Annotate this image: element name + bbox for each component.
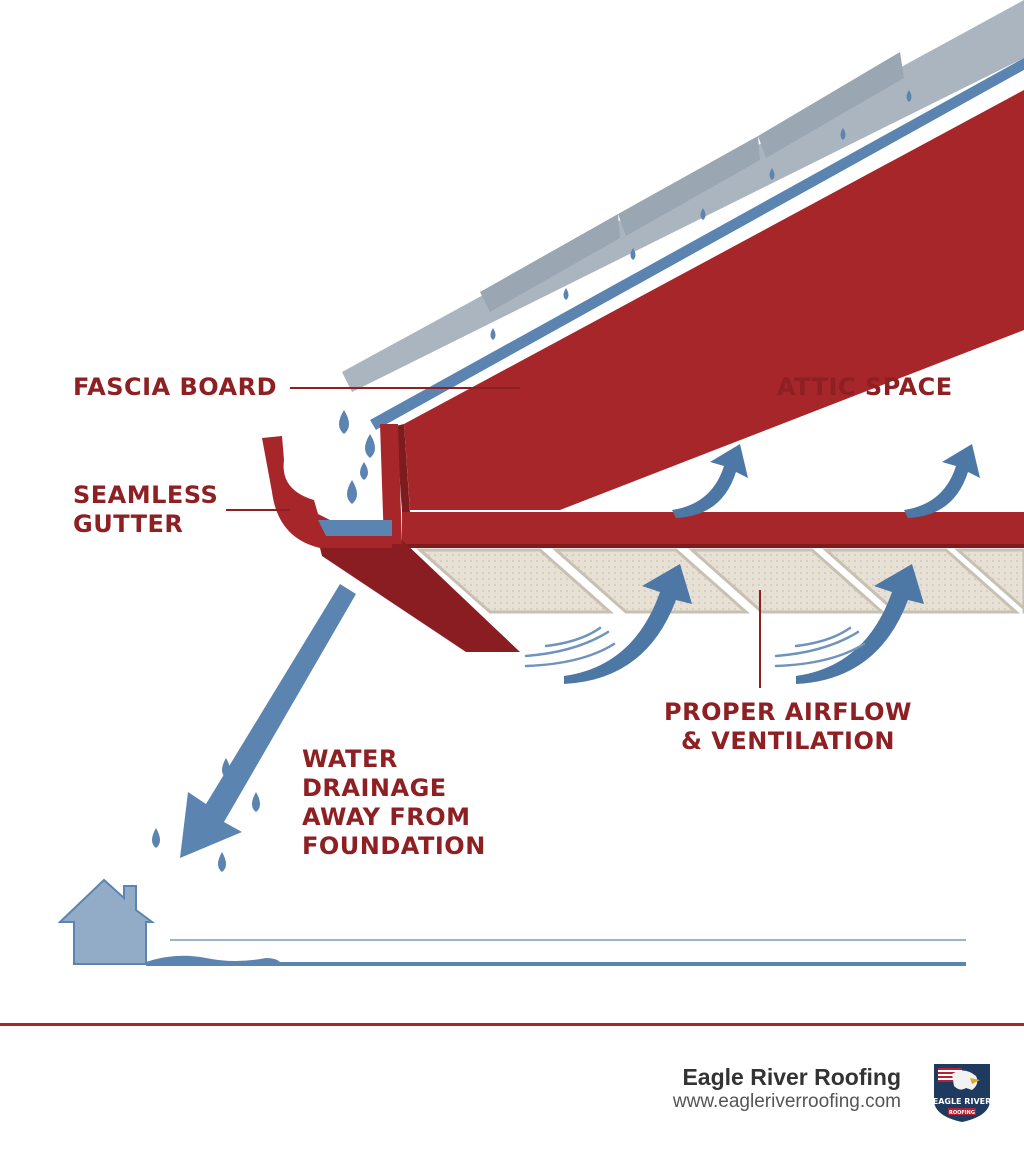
airflow-label-line: & VENTILATION (681, 727, 895, 755)
drainage-drops (152, 758, 260, 872)
ground-water (146, 955, 966, 966)
airflow-arrow-icon (564, 444, 980, 684)
drainage-arrow-icon (180, 584, 356, 858)
water-drop-icon (339, 410, 375, 504)
drainage-label-line: WATER (302, 745, 398, 773)
eagle-logo-icon: EAGLE RIVER ROOFING (933, 1064, 992, 1122)
brand-url[interactable]: www.eagleriverroofing.com (672, 1091, 901, 1112)
seamless-gutter-label-line: GUTTER (73, 510, 184, 538)
house-icon (57, 878, 155, 965)
footer-divider (0, 1023, 1024, 1026)
soffit-vents (416, 548, 1024, 614)
seamless-gutter-label: SEAMLESS GUTTER (73, 481, 218, 539)
roof-shingles (342, 0, 1024, 392)
roof-underlayment (370, 58, 1024, 430)
wind-lines-icon (524, 626, 866, 668)
logo-text: EAGLE RIVER (933, 1097, 992, 1106)
roof-edge-diagram (57, 0, 1024, 966)
drainage-label: WATER DRAINAGE AWAY FROM FOUNDATION (302, 745, 486, 861)
attic-space-label: ATTIC SPACE (777, 373, 953, 401)
seamless-gutter (262, 436, 392, 548)
roof-rafter (404, 90, 1024, 510)
drainage-label-line: FOUNDATION (302, 832, 486, 860)
soffit-board (402, 512, 1024, 544)
drainage-label-line: AWAY FROM (302, 803, 471, 831)
logo-subtext: ROOFING (949, 1110, 975, 1116)
airflow-label-line: PROPER AIRFLOW (664, 698, 912, 726)
airflow-label: PROPER AIRFLOW & VENTILATION (664, 698, 912, 756)
fascia-board (318, 540, 520, 652)
fascia-board-label: FASCIA BOARD (73, 373, 277, 401)
brand-name: Eagle River Roofing (682, 1064, 901, 1090)
seamless-gutter-label-line: SEAMLESS (73, 481, 219, 509)
roof-water-drops (490, 90, 912, 340)
drainage-label-line: DRAINAGE (302, 774, 447, 802)
